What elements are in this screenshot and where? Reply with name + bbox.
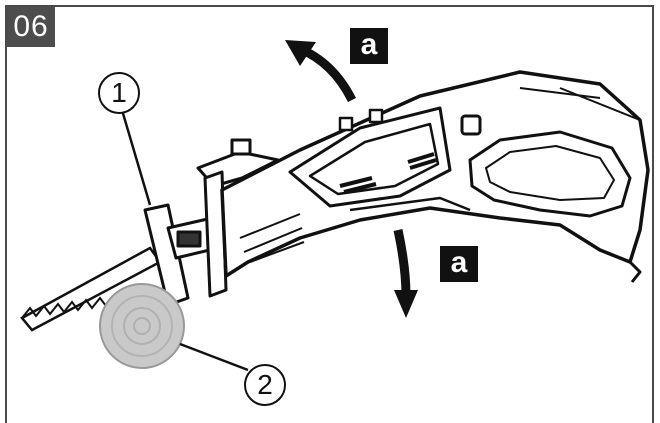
step-number-badge: 06 xyxy=(7,7,55,47)
figure-frame xyxy=(5,5,654,423)
direction-label-down: a xyxy=(440,246,478,282)
blade-clamp xyxy=(143,203,220,307)
leader-line-blade xyxy=(120,109,152,206)
arrow-up xyxy=(285,40,357,103)
leader-line-disc xyxy=(179,342,249,372)
arrow-down xyxy=(393,229,418,318)
callout-disc: 2 xyxy=(244,364,286,406)
callout-blade: 1 xyxy=(98,72,140,114)
direction-label-up: a xyxy=(350,28,388,64)
saw-body xyxy=(220,70,650,283)
workpiece-disc xyxy=(99,283,185,369)
